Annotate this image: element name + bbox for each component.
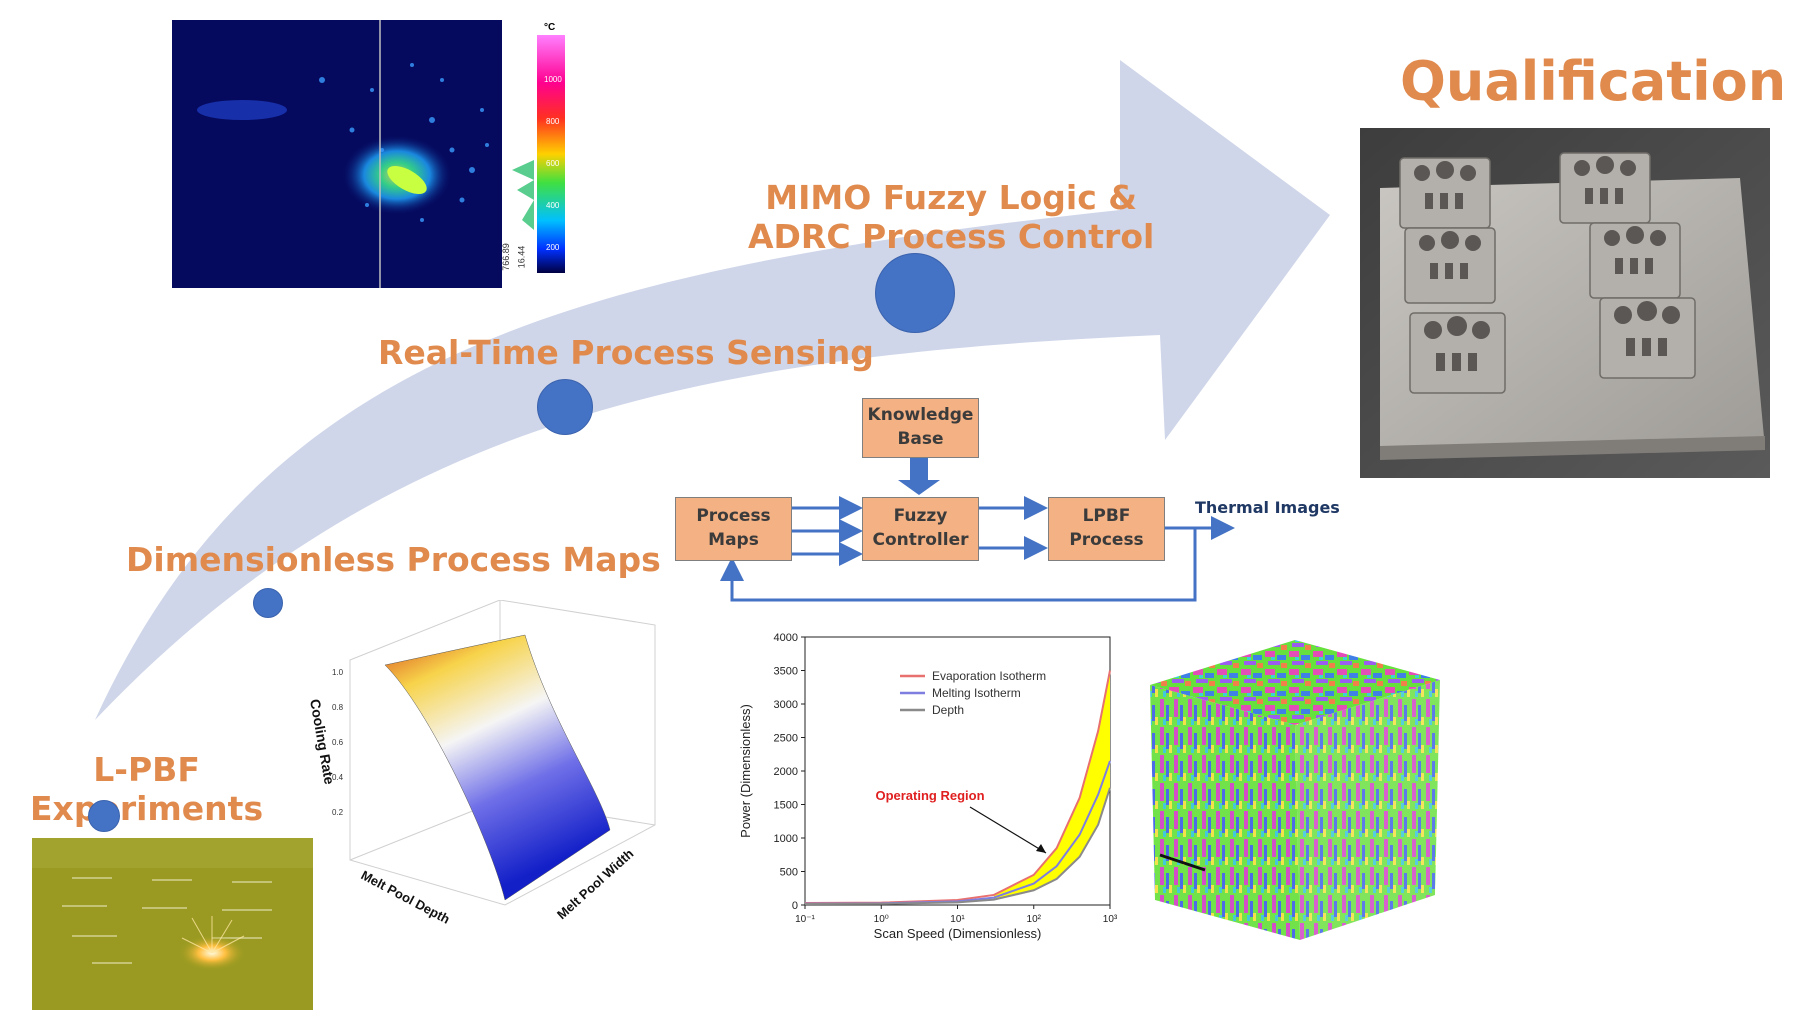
microstructure-cube xyxy=(1145,615,1445,945)
surface-plot: 1.0 0.8 0.6 0.4 0.2 Cooling Rate Melt Po… xyxy=(300,599,660,935)
y-axis-label: Power (Dimensionless) xyxy=(738,704,753,838)
y-tick-label: 500 xyxy=(780,867,798,879)
thermal-scale-tick: 800 xyxy=(546,117,560,126)
y-tick-label: 3000 xyxy=(774,699,798,711)
thermal-scale-tick: 1000 xyxy=(544,75,562,84)
thermal-image xyxy=(172,20,577,288)
stage-label-real-time-sensing: Real-Time Process Sensing xyxy=(378,333,874,372)
stage-dot-experiments xyxy=(88,800,120,832)
x-tick-label: 10³ xyxy=(1103,914,1118,925)
x-tick-label: 10¹ xyxy=(950,914,965,925)
thermal-scale-tick: 200 xyxy=(546,243,560,252)
stage-label-process-maps: Dimensionless Process Maps xyxy=(126,540,661,579)
surface-z-tick: 1.0 xyxy=(332,668,344,677)
y-tick-label: 2000 xyxy=(774,766,798,778)
y-tick-label: 1000 xyxy=(774,833,798,845)
surface-z-tick: 0.2 xyxy=(332,808,344,817)
stage-dot-sensing xyxy=(537,379,593,435)
thermal-unit-label: °C xyxy=(544,22,556,33)
surface-z-tick: 0.4 xyxy=(332,773,344,782)
lpbf-process-box: LPBF Process xyxy=(1048,497,1165,561)
y-tick-label: 4000 xyxy=(774,632,798,644)
process-map-chart: 0 500 1000 1500 2000 2500 3000 3500 4000 10⁻¹ 10⁰ 1… xyxy=(720,625,1120,950)
legend-entry: Depth xyxy=(932,703,964,717)
process-maps-box: Process Maps xyxy=(675,497,792,561)
page-title: Qualification xyxy=(1400,50,1787,113)
thermal-image-panel: °C 1000 800 600 400 200 766.89 16.44 xyxy=(172,20,577,288)
x-tick-label: 10⁻¹ xyxy=(795,914,815,925)
x-tick-label: 10⁰ xyxy=(874,914,889,925)
series-line xyxy=(804,787,1111,905)
x-tick-label: 10² xyxy=(1027,914,1042,925)
knowledge-base-box: Knowledge Base xyxy=(862,398,979,458)
thermal-images-label: Thermal Images xyxy=(1195,498,1340,517)
process-map-chart-svg: 0 500 1000 1500 2000 2500 3000 3500 4000 10⁻¹ 10⁰ 1… xyxy=(720,625,1120,950)
operating-region-fill xyxy=(993,670,1110,900)
fuzzy-controller-box: Fuzzy Controller xyxy=(862,497,979,561)
legend-entry: Evaporation Isotherm xyxy=(932,669,1046,683)
thermal-scale-tick: 600 xyxy=(546,159,560,168)
printed-parts-photo xyxy=(1360,128,1770,478)
stage-label-lpbf-experiments: L-PBF Experiments xyxy=(30,710,263,829)
surface-z-tick: 0.6 xyxy=(332,738,344,747)
lpbf-build-photo xyxy=(32,838,313,1010)
annotation-arrowhead xyxy=(1036,844,1046,853)
stage-label-mimo-fuzzy-logic: MIMO Fuzzy Logic & ADRC Process Control xyxy=(748,138,1154,257)
annotation-pointer xyxy=(969,806,1047,854)
stage-label-text: MIMO Fuzzy Logic & ADRC Process Control xyxy=(748,177,1155,257)
y-tick-label: 3500 xyxy=(774,666,798,678)
operating-region-annotation: Operating Region xyxy=(875,788,984,803)
y-tick-label: 1500 xyxy=(774,800,798,812)
stage-dot-control xyxy=(875,253,955,333)
legend-entry: Melting Isotherm xyxy=(932,686,1021,700)
y-tick-label: 2500 xyxy=(774,733,798,745)
x-axis-label: Scan Speed (Dimensionless) xyxy=(874,926,1042,941)
stage-label-text: L-PBF Experiments xyxy=(30,749,264,829)
surface-z-tick: 0.8 xyxy=(332,703,344,712)
thermal-scale-tick: 400 xyxy=(546,201,560,210)
y-tick-label: 0 xyxy=(792,900,798,912)
stage-dot-process-maps xyxy=(253,588,283,618)
